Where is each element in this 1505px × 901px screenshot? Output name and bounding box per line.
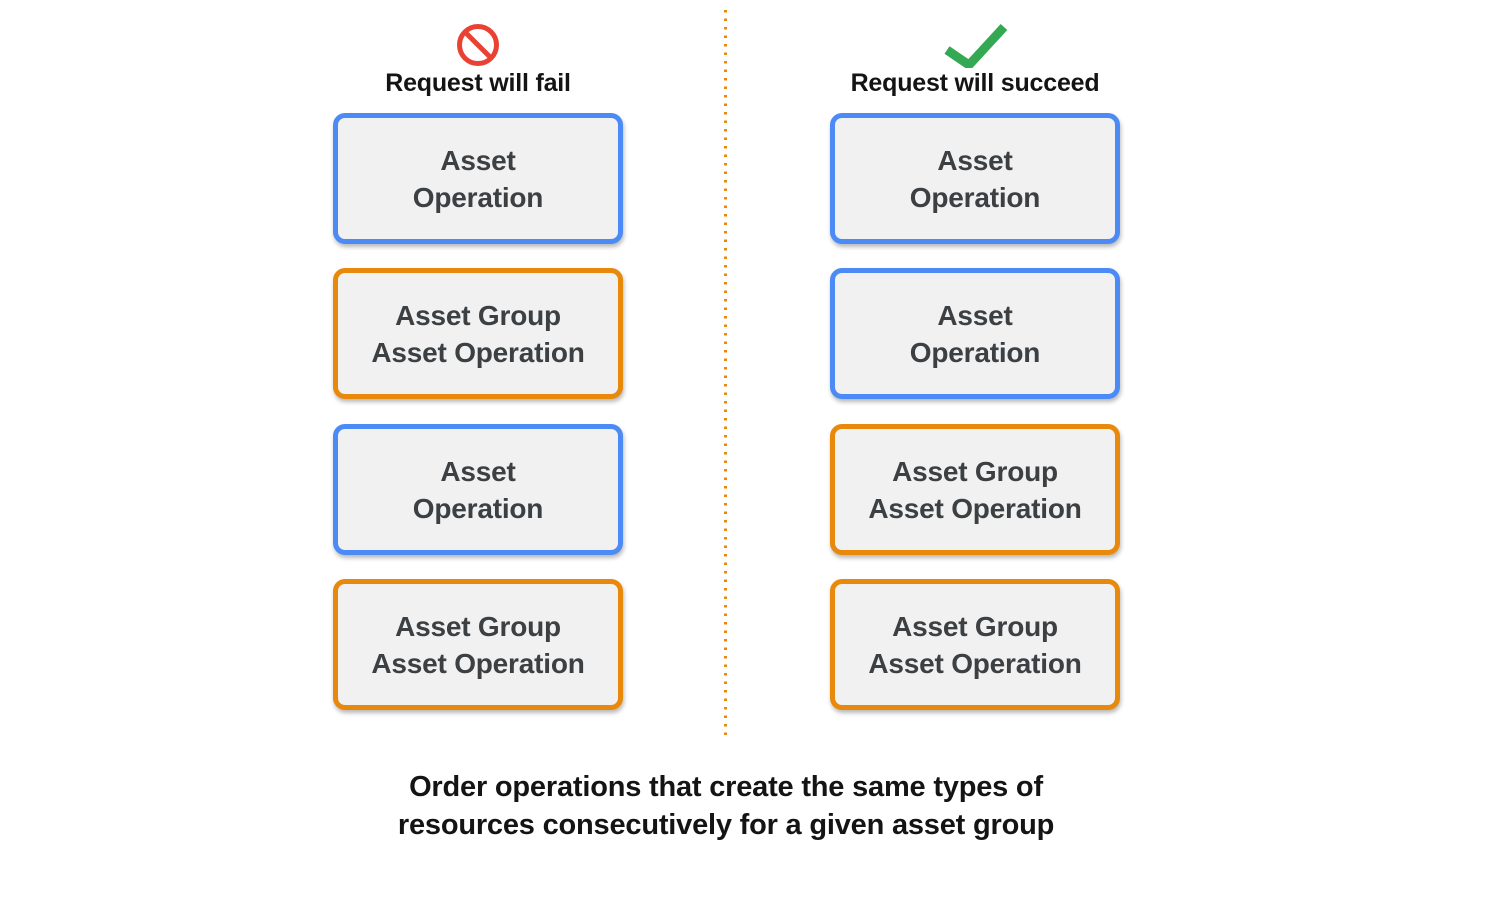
prohibited-icon bbox=[333, 22, 623, 68]
fail-column: Request will fail Asset Operation Asset … bbox=[333, 0, 623, 740]
caption: Order operations that create the same ty… bbox=[397, 771, 1055, 841]
fail-column-header: Request will fail bbox=[333, 22, 623, 97]
succeed-column: Request will succeed Asset Operation Ass… bbox=[830, 0, 1120, 740]
flow-box-asset-group-asset-operation: Asset Group Asset Operation bbox=[333, 579, 623, 710]
flow-box-asset-group-asset-operation: Asset Group Asset Operation bbox=[830, 579, 1120, 710]
flow-box-asset-operation: Asset Operation bbox=[333, 113, 623, 244]
succeed-column-title: Request will succeed bbox=[850, 69, 1100, 97]
flow-box-asset-group-asset-operation: Asset Group Asset Operation bbox=[830, 424, 1120, 555]
fail-column-title: Request will fail bbox=[385, 69, 571, 97]
dotted-divider bbox=[724, 10, 727, 738]
flow-box-asset-operation: Asset Operation bbox=[830, 113, 1120, 244]
succeed-column-header: Request will succeed bbox=[830, 22, 1120, 97]
flow-box-asset-operation: Asset Operation bbox=[333, 424, 623, 555]
flow-box-asset-group-asset-operation: Asset Group Asset Operation bbox=[333, 268, 623, 399]
flow-box-asset-operation: Asset Operation bbox=[830, 268, 1120, 399]
checkmark-icon bbox=[830, 22, 1120, 68]
